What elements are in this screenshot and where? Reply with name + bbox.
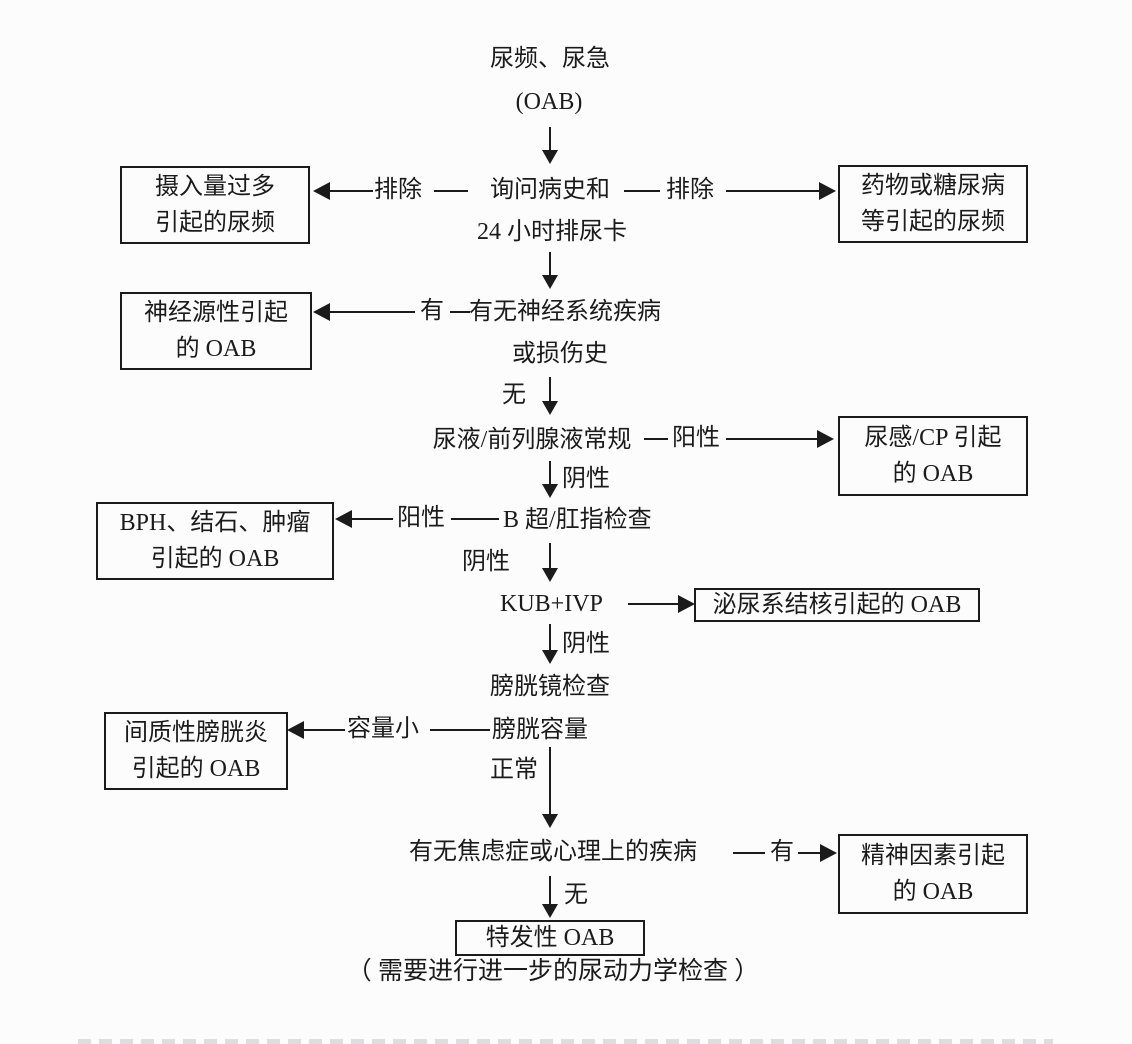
arrow-exclude-right-line1: [624, 190, 660, 192]
step-anxiety: 有无焦虑症或心理上的疾病: [409, 839, 697, 865]
arrow-exclude-left-head: [313, 182, 330, 200]
step-urinalysis: 尿液/前列腺液常规: [432, 427, 632, 453]
arrow-title-to-history-head: [542, 150, 558, 164]
arrow-us-positive-line1: [351, 518, 393, 520]
arrow-capacity-small-line1: [303, 729, 345, 731]
arrow-urinalysis-to-ultrasound-head: [542, 484, 558, 498]
arrow-capacity-to-anxiety-head: [542, 814, 558, 828]
outcome-drug-line2: 等引起的尿频: [861, 209, 1005, 235]
arrow-urine-positive-line2: [726, 438, 818, 440]
arrow-neuro-to-urinalysis-head: [542, 401, 558, 415]
outcome-infection-line2: 的 OAB: [892, 461, 974, 487]
outcome-psychogenic-line2: 的 OAB: [892, 879, 974, 905]
outcome-box-drug-diabetes: 药物或糖尿病 等引起的尿频: [838, 165, 1028, 243]
arrow-exclude-right-line2: [726, 190, 820, 192]
arrow-neuro-to-urinalysis: [549, 377, 551, 402]
outcome-box-interstitial-cystitis: 间质性膀胱炎 引起的 OAB: [104, 712, 288, 790]
label-kub-negative: 阴性: [562, 631, 610, 657]
arrow-anxiety-yes-head: [820, 844, 837, 862]
outcome-box-idiopathic: 特发性 OAB: [455, 920, 645, 956]
outcome-intake-line1: 摄入量过多: [155, 174, 275, 200]
arrow-kub-to-cystoscopy-head: [542, 650, 558, 664]
step-kub-ivp: KUB+IVP: [500, 591, 603, 617]
step-bladder-capacity: 膀胱容量: [492, 717, 588, 743]
step-cystoscopy: 膀胱镜检查: [490, 674, 610, 700]
outcome-urinary-tb: 泌尿系结核引起的 OAB: [712, 592, 962, 618]
arrow-anxiety-yes-line2: [798, 852, 822, 854]
arrow-history-to-neuro: [549, 252, 551, 276]
outcome-psychogenic-line1: 精神因素引起: [861, 843, 1005, 869]
label-anxiety-no: 无: [564, 882, 588, 908]
outcome-box-infection-cp: 尿感/CP 引起 的 OAB: [838, 416, 1028, 496]
step-history-line2: 24 小时排尿卡: [477, 219, 627, 245]
arrow-urine-positive-head: [817, 430, 834, 448]
arrow-anxiety-yes-line1: [733, 852, 765, 854]
outcome-interstitial-line2: 引起的 OAB: [131, 756, 261, 782]
arrow-ultrasound-to-kub: [549, 543, 551, 569]
arrow-urinalysis-to-ultrasound: [549, 461, 551, 485]
arrow-exclude-left-line1: [329, 190, 373, 192]
outcome-box-neurogenic: 神经源性引起 的 OAB: [120, 292, 312, 370]
label-urine-positive: 阳性: [672, 425, 720, 451]
arrow-kub-tb-line: [628, 603, 680, 605]
arrow-capacity-to-anxiety: [549, 747, 551, 815]
arrow-exclude-left-line2: [434, 190, 468, 192]
label-exclude-left: 排除: [374, 177, 422, 203]
arrow-urine-positive-line1: [644, 438, 668, 440]
outcome-idiopathic: 特发性 OAB: [485, 925, 615, 951]
label-us-positive: 阳性: [397, 505, 445, 531]
outcome-drug-line1: 药物或糖尿病: [861, 173, 1005, 199]
arrow-us-positive-line2: [451, 518, 499, 520]
start-node-title: 尿频、尿急: [490, 46, 610, 72]
outcome-intake-line2: 引起的尿频: [155, 210, 275, 236]
arrow-capacity-small-head: [287, 721, 304, 739]
outcome-neurogenic-line2: 的 OAB: [175, 336, 257, 362]
outcome-box-bph-stone-tumor: BPH、结石、肿瘤 引起的 OAB: [96, 502, 334, 580]
arrow-anxiety-to-idiopathic: [549, 876, 551, 905]
footnote: （ 需要进行进一步的尿动力学检查 ）: [346, 958, 760, 985]
label-anxiety-yes: 有: [770, 839, 794, 865]
arrow-capacity-small-line2: [430, 729, 490, 731]
arrow-has-neuro-line1: [329, 311, 415, 313]
cropped-text-strip: [78, 1039, 1053, 1044]
label-urine-negative: 阴性: [562, 466, 610, 492]
step-history-line1: 询问病史和: [490, 177, 610, 203]
arrow-ultrasound-to-kub-head: [542, 568, 558, 582]
step-neuro-line1: 有无神经系统疾病: [469, 299, 661, 325]
arrow-us-positive-head: [335, 510, 352, 528]
start-node-subtitle: (OAB): [515, 89, 583, 115]
outcome-box-psychogenic: 精神因素引起 的 OAB: [838, 834, 1028, 914]
label-exclude-right: 排除: [666, 177, 714, 203]
arrow-anxiety-to-idiopathic-head: [542, 904, 558, 918]
step-neuro-line2: 或损伤史: [512, 341, 608, 367]
label-us-negative: 阴性: [462, 549, 510, 575]
arrow-title-to-history: [549, 127, 551, 151]
arrow-exclude-right-head: [819, 182, 836, 200]
outcome-neurogenic-line1: 神经源性引起: [144, 300, 288, 326]
label-capacity-small: 容量小: [347, 716, 419, 742]
outcome-bph-line1: BPH、结石、肿瘤: [119, 510, 311, 536]
label-no-neuro: 无: [502, 382, 526, 408]
outcome-bph-line2: 引起的 OAB: [150, 546, 280, 572]
step-ultrasound-dre: B 超/肛指检查: [503, 507, 652, 533]
outcome-box-urinary-tb: 泌尿系结核引起的 OAB: [694, 588, 980, 622]
arrow-has-neuro-head: [313, 303, 330, 321]
arrow-kub-to-cystoscopy: [549, 624, 551, 651]
label-has-neuro: 有: [420, 298, 444, 324]
arrow-kub-tb-head: [678, 595, 695, 613]
outcome-box-intake: 摄入量过多 引起的尿频: [120, 166, 310, 244]
arrow-history-to-neuro-head: [542, 275, 558, 289]
label-capacity-normal: 正常: [490, 757, 538, 783]
outcome-interstitial-line1: 间质性膀胱炎: [124, 720, 268, 746]
arrow-has-neuro-line2: [450, 311, 470, 313]
outcome-infection-line1: 尿感/CP 引起: [864, 425, 1002, 451]
